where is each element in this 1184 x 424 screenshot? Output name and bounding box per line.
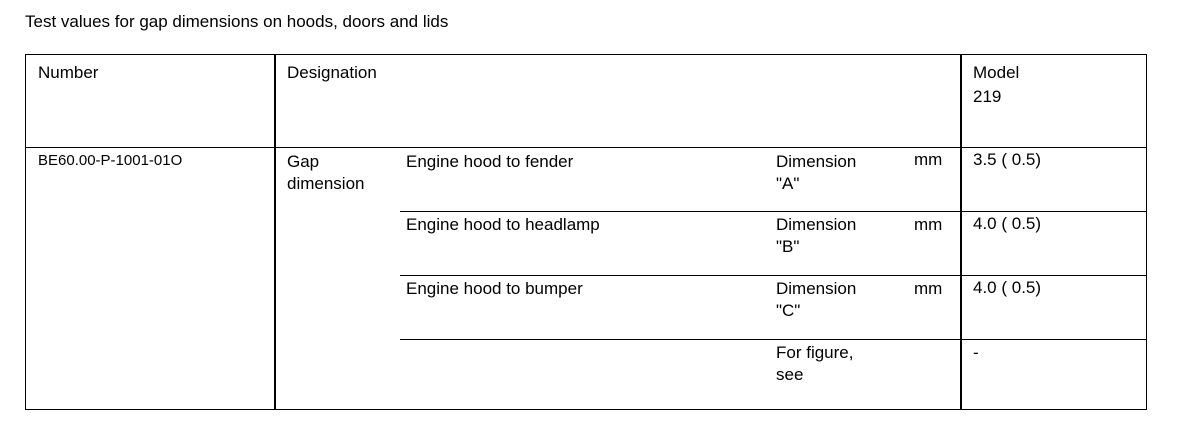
row-divider bbox=[400, 275, 1146, 276]
item-dimension: Dimension bbox=[776, 215, 857, 234]
document-number: BE60.00-P-1001-01O bbox=[38, 152, 183, 169]
item-description: Engine hood to headlamp bbox=[406, 215, 600, 234]
header-divider bbox=[26, 147, 1146, 148]
item-dimension-code: "A" bbox=[776, 174, 800, 193]
item-unit: mm bbox=[914, 279, 943, 298]
column-divider bbox=[960, 55, 962, 409]
figure-value: - bbox=[973, 343, 979, 362]
row-divider bbox=[400, 339, 1146, 340]
item-value: 4.0 ( 0.5) bbox=[973, 214, 1042, 233]
document-title: Test values for gap dimensions on hoods,… bbox=[25, 12, 449, 31]
header-model: Model bbox=[973, 63, 1020, 82]
gap-dimension-table: Number Designation Model 219 BE60.00-P-1… bbox=[25, 54, 1147, 410]
item-dimension-code: "B" bbox=[776, 237, 800, 256]
figure-reference: For figure, bbox=[776, 343, 854, 362]
header-number: Number bbox=[38, 63, 99, 82]
column-divider bbox=[274, 55, 276, 409]
item-unit: mm bbox=[914, 150, 943, 169]
group-label-line2: dimension bbox=[287, 174, 365, 193]
header-designation: Designation bbox=[287, 63, 377, 82]
item-value: 4.0 ( 0.5) bbox=[973, 278, 1042, 297]
item-dimension-code: "C" bbox=[776, 301, 801, 320]
group-label: Gap bbox=[287, 152, 320, 171]
item-description: Engine hood to bumper bbox=[406, 279, 583, 298]
item-dimension: Dimension bbox=[776, 279, 857, 298]
item-description: Engine hood to fender bbox=[406, 152, 574, 171]
item-value: 3.5 ( 0.5) bbox=[973, 150, 1042, 169]
figure-reference-line2: see bbox=[776, 365, 804, 384]
item-dimension: Dimension bbox=[776, 152, 857, 171]
item-unit: mm bbox=[914, 215, 943, 234]
header-model-number: 219 bbox=[973, 87, 1002, 106]
row-divider bbox=[400, 211, 1146, 212]
